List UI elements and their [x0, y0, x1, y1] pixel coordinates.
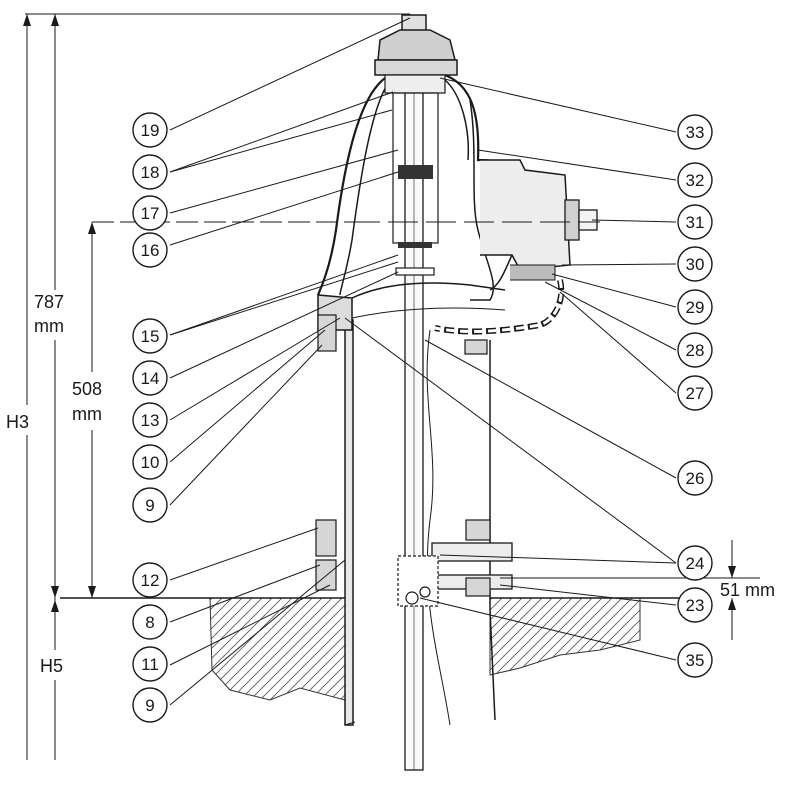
svg-text:35: 35 — [686, 651, 705, 670]
svg-text:9: 9 — [145, 496, 154, 515]
d787-value: 787 — [34, 292, 64, 312]
h3-label-bg — [2, 405, 48, 435]
d51-label: 51 mm — [720, 580, 775, 600]
callout-10: 10 — [132, 444, 168, 480]
d787-label-bg — [30, 290, 78, 340]
callout-14: 14 — [132, 360, 168, 396]
svg-text:14: 14 — [141, 369, 160, 388]
h3-label: H3 — [6, 412, 29, 432]
svg-text:29: 29 — [686, 298, 705, 317]
callout-16: 16 — [132, 232, 168, 268]
callout-17: 17 — [132, 195, 168, 231]
callout-31: 31 — [677, 204, 713, 240]
callout-8: 8 — [132, 604, 168, 640]
callout-24: 24 — [677, 545, 713, 581]
svg-text:12: 12 — [141, 571, 160, 590]
svg-text:18: 18 — [141, 163, 160, 182]
svg-text:23: 23 — [686, 596, 705, 615]
callout-35: 35 — [677, 642, 713, 678]
svg-text:19: 19 — [141, 121, 160, 140]
callout-18: 18 — [132, 154, 168, 190]
callout-9-lower: 9 — [132, 687, 168, 723]
internal-line — [426, 329, 451, 726]
svg-text:16: 16 — [141, 241, 160, 260]
d508-unit: mm — [72, 404, 102, 424]
callout-23: 23 — [677, 587, 713, 623]
stem-coupling — [397, 555, 439, 607]
svg-text:11: 11 — [141, 655, 159, 674]
callout-15: 15 — [132, 318, 168, 354]
leader-lines — [169, 17, 677, 706]
svg-text:26: 26 — [686, 469, 705, 488]
dim-51 — [500, 540, 760, 640]
upper-flange-bolt — [317, 314, 488, 355]
callout-30: 30 — [677, 246, 713, 282]
callout-29: 29 — [677, 289, 713, 325]
callout-12: 12 — [132, 562, 168, 598]
svg-text:24: 24 — [686, 554, 705, 573]
svg-text:8: 8 — [145, 613, 154, 632]
soil-left — [209, 597, 346, 701]
h5-label: H5 — [40, 656, 63, 676]
callout-28: 28 — [677, 332, 713, 368]
svg-text:13: 13 — [141, 411, 160, 430]
soil-right — [489, 597, 641, 676]
dim-h3 — [23, 13, 410, 760]
svg-text:30: 30 — [686, 255, 705, 274]
svg-text:27: 27 — [686, 384, 705, 403]
d508-label-bg — [66, 372, 114, 430]
callout-13: 13 — [132, 402, 168, 438]
callout-9-upper: 9 — [132, 487, 168, 523]
cap-chain — [434, 279, 565, 335]
callout-32: 32 — [677, 162, 713, 198]
svg-text:28: 28 — [686, 341, 705, 360]
svg-text:32: 32 — [686, 171, 705, 190]
svg-text:33: 33 — [686, 123, 705, 142]
svg-text:17: 17 — [141, 204, 160, 223]
top-nut — [374, 14, 458, 276]
svg-text:10: 10 — [141, 453, 160, 472]
callout-26: 26 — [677, 460, 713, 496]
callout-27: 27 — [677, 375, 713, 411]
d508-value: 508 — [72, 379, 102, 399]
nozzle-outlet — [480, 159, 598, 291]
operating-stem — [404, 79, 424, 771]
d787-unit: mm — [34, 316, 64, 336]
svg-text:9: 9 — [145, 696, 154, 715]
svg-text:31: 31 — [686, 213, 705, 232]
callout-11: 11 — [132, 646, 168, 682]
svg-text:15: 15 — [141, 327, 160, 346]
h5-label-bg — [38, 650, 78, 680]
callout-19: 19 — [132, 112, 168, 148]
callout-33: 33 — [677, 114, 713, 150]
